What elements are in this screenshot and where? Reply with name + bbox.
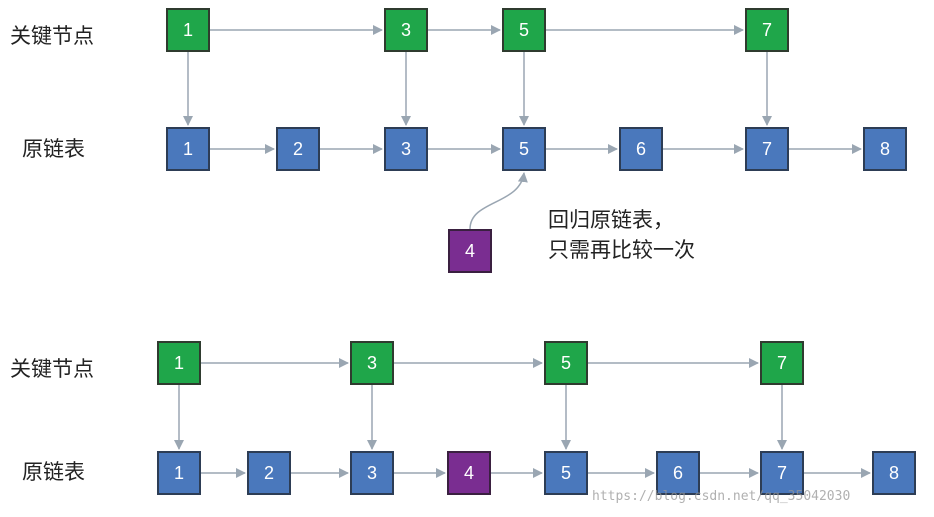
bottom-list-node-6: 6	[656, 451, 700, 495]
bottom-list-node-5: 5	[544, 451, 588, 495]
top-key-node-5: 5	[502, 8, 546, 52]
top-list-node-6: 6	[619, 127, 663, 171]
top-key-node-3: 3	[384, 8, 428, 52]
note-line-2: 只需再比较一次	[548, 238, 695, 262]
top-list-node-2: 2	[276, 127, 320, 171]
bottom-list-node-4: 4	[447, 451, 491, 495]
bottom-list-node-3: 3	[350, 451, 394, 495]
bottom-list-node-7: 7	[760, 451, 804, 495]
bottom-key-node-3: 3	[350, 341, 394, 385]
bottom-key-node-1: 1	[157, 341, 201, 385]
note-text: 回归原链表， 只需再比较一次	[548, 205, 695, 265]
top-list-node-8: 8	[863, 127, 907, 171]
note-line-1: 回归原链表，	[548, 208, 674, 232]
bottom-key-node-7: 7	[760, 341, 804, 385]
insert-node-4: 4	[448, 229, 492, 273]
bottom-list-node-8: 8	[872, 451, 916, 495]
bottom-list-node-2: 2	[247, 451, 291, 495]
key-nodes-label-top: 关键节点	[10, 24, 94, 48]
bottom-key-node-5: 5	[544, 341, 588, 385]
top-list-node-1: 1	[166, 127, 210, 171]
top-list-node-5: 5	[502, 127, 546, 171]
key-nodes-label-bottom: 关键节点	[10, 357, 94, 381]
watermark: https://blog.csdn.net/qq_35042030	[592, 489, 851, 504]
top-list-node-3: 3	[384, 127, 428, 171]
top-key-node-7: 7	[745, 8, 789, 52]
top-key-node-1: 1	[166, 8, 210, 52]
original-list-label-top: 原链表	[22, 137, 85, 161]
original-list-label-bottom: 原链表	[22, 460, 85, 484]
top-list-node-7: 7	[745, 127, 789, 171]
insert-curve-arrow	[469, 172, 528, 230]
bottom-list-node-1: 1	[157, 451, 201, 495]
